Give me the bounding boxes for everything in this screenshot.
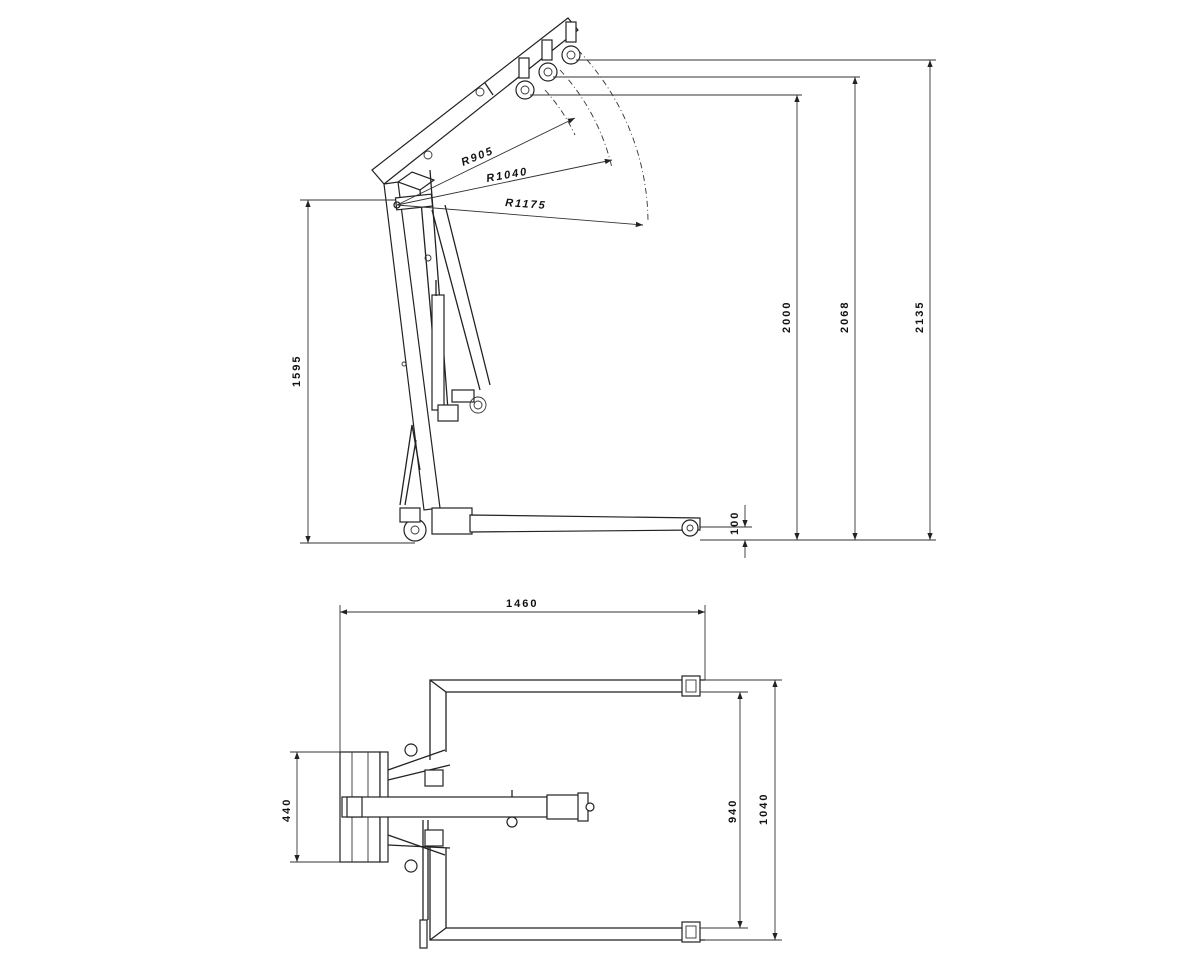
hook-positions <box>515 21 581 100</box>
rear-brace <box>399 424 421 506</box>
base-leg <box>399 507 701 542</box>
width-1040-label: 1040 <box>758 793 770 825</box>
width-940-label: 940 <box>727 799 739 823</box>
length-1460-label: 1460 <box>506 598 538 610</box>
height-2135-label: 2135 <box>914 301 926 333</box>
height-dimensions: 2000 2068 2135 1595 100 <box>291 59 936 558</box>
side-view: R905 R1040 R1175 2000 2068 2135 1595 100 <box>291 17 936 558</box>
front-caster <box>681 675 701 697</box>
boom-top <box>341 790 595 828</box>
radius-1175-label: R1175 <box>505 197 547 212</box>
height-100-label: 100 <box>729 511 741 535</box>
top-view: 1460 <box>281 598 782 949</box>
front-caster <box>681 921 701 943</box>
height-2000-label: 2000 <box>781 301 793 333</box>
height-2068-label: 2068 <box>839 301 851 333</box>
base-frame <box>419 675 705 949</box>
front-wheel <box>681 519 699 537</box>
height-1595-label: 1595 <box>291 355 303 387</box>
width-440-label: 440 <box>281 798 293 822</box>
hydraulic-ram <box>431 204 491 422</box>
